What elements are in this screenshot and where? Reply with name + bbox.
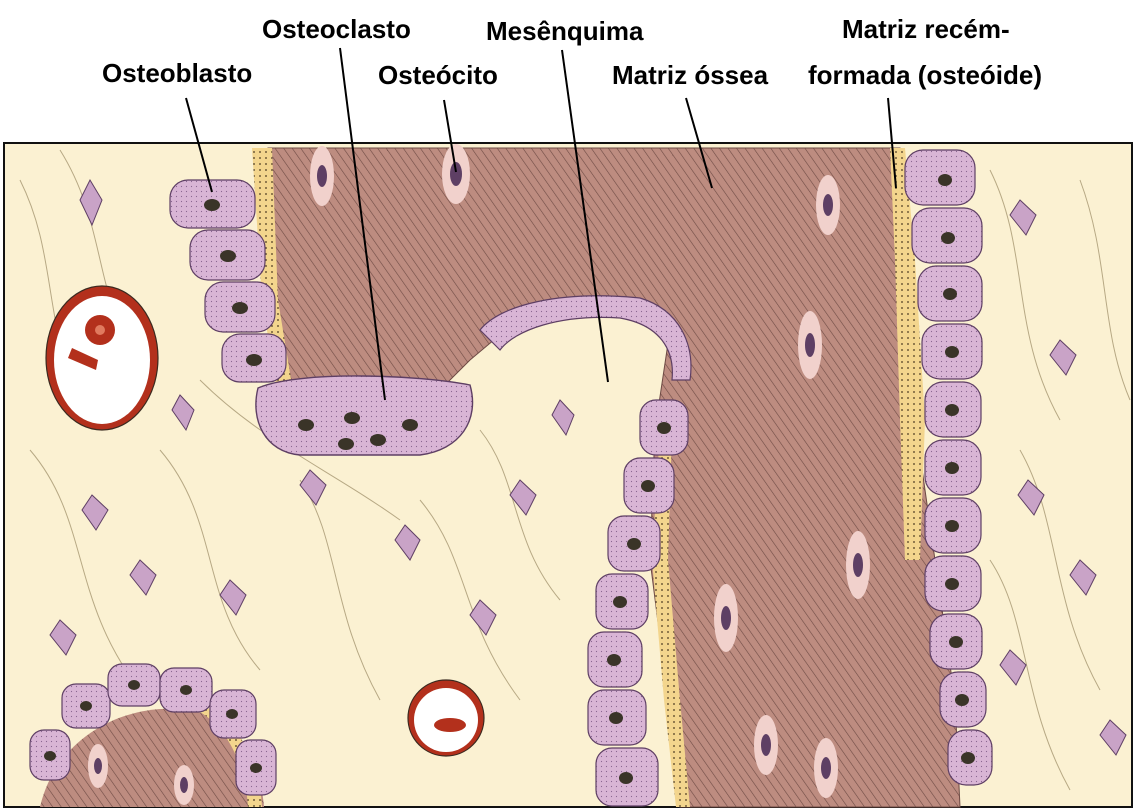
osteocyte xyxy=(754,715,778,775)
osteocyte xyxy=(798,311,822,379)
osteocyte xyxy=(846,531,870,599)
label-osteoblasto: Osteoblasto xyxy=(102,58,252,88)
osteocyte xyxy=(814,738,838,798)
label-matriz-recem-line2: formada (osteóide) xyxy=(808,60,1042,90)
osteocyte xyxy=(816,175,840,235)
label-osteocito: Osteócito xyxy=(378,60,498,90)
label-mesenquima: Mesênquima xyxy=(486,16,644,46)
blood-vessel-left xyxy=(46,286,158,430)
label-osteoclasto: Osteoclasto xyxy=(262,14,411,44)
osteoclast xyxy=(256,376,473,455)
osteocyte xyxy=(714,584,738,652)
histology-panel xyxy=(4,143,1132,807)
label-matriz-ossea: Matriz óssea xyxy=(612,60,769,90)
osteocyte xyxy=(310,146,334,206)
osteocyte xyxy=(442,144,470,204)
labels: Osteoblasto Osteoclasto Osteócito Mesênq… xyxy=(102,14,1042,90)
label-matriz-recem-line1: Matriz recém- xyxy=(842,14,1010,44)
blood-vessel-bottom xyxy=(408,680,484,756)
